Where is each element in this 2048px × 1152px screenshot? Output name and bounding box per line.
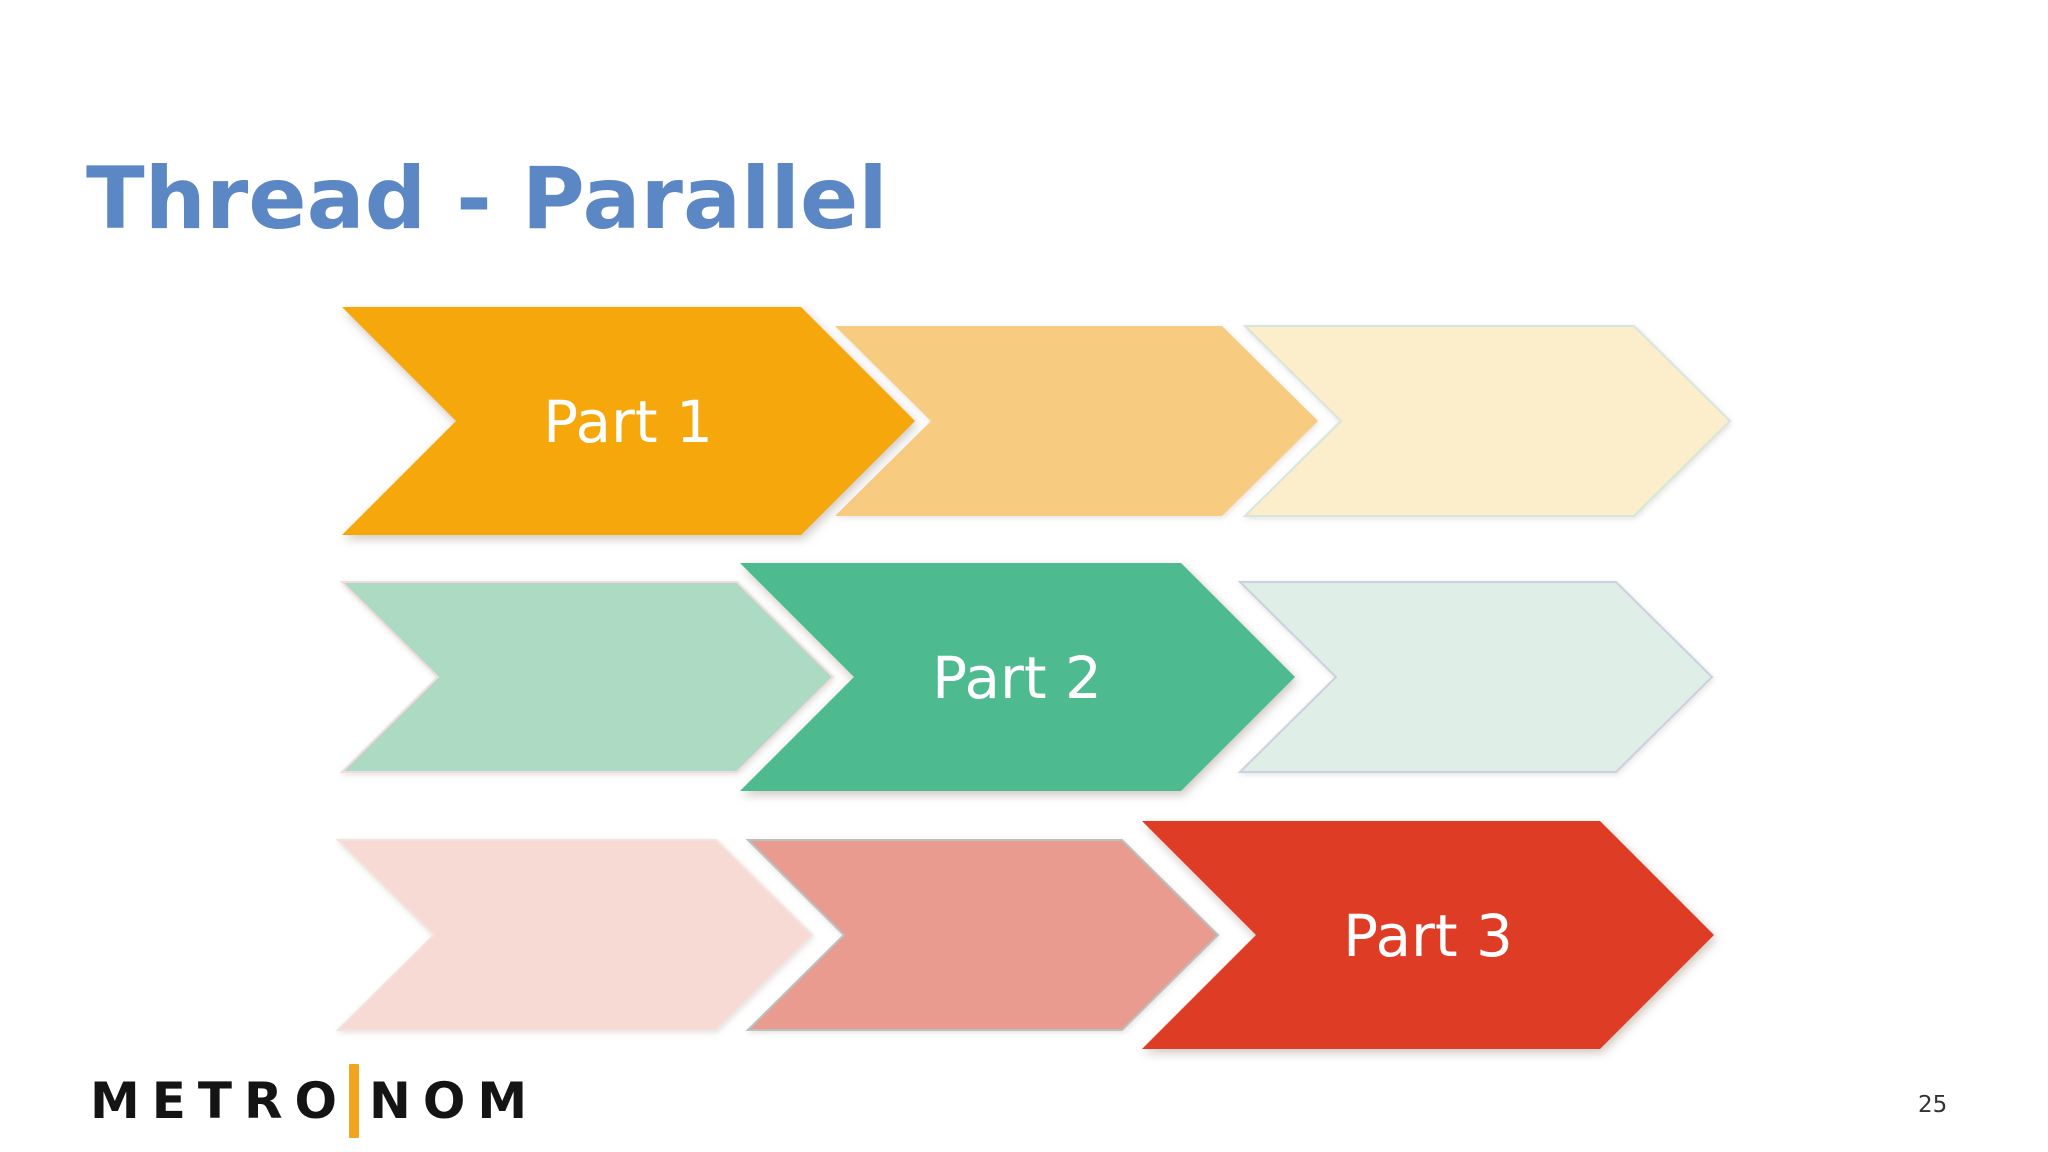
page-number: 25 bbox=[1918, 1092, 1948, 1118]
chevron-thread2-step1 bbox=[339, 581, 835, 773]
chevron-thread2-step3 bbox=[1237, 581, 1714, 773]
chevron-label-part3: Part 3 bbox=[1343, 902, 1513, 970]
logo-text-metro: METRO bbox=[90, 1072, 350, 1130]
logo-divider-bar bbox=[349, 1064, 360, 1138]
chevron-label-part2: Part 2 bbox=[932, 644, 1102, 712]
chevron-thread3-step3 bbox=[1142, 821, 1714, 1049]
logo-text-nom: NOM bbox=[369, 1072, 540, 1130]
thread-3-row: Part 3 bbox=[335, 821, 1714, 1049]
thread-1-row: Part 1 bbox=[342, 307, 1732, 535]
chevron-thread3-step2 bbox=[745, 839, 1220, 1031]
chevron-thread1-step3 bbox=[1242, 325, 1732, 517]
chevron-label-part1: Part 1 bbox=[543, 388, 713, 456]
thread-2-row: Part 2 bbox=[339, 563, 1714, 791]
slide-title: Thread - Parallel bbox=[86, 148, 888, 249]
chevron-thread3-step1 bbox=[335, 839, 814, 1031]
metronom-logo: METRO NOM bbox=[90, 1063, 539, 1139]
chevron-thread1-step2 bbox=[835, 326, 1318, 516]
chevron-thread2-step2 bbox=[740, 563, 1295, 791]
chevron-thread1-step1 bbox=[342, 307, 915, 535]
